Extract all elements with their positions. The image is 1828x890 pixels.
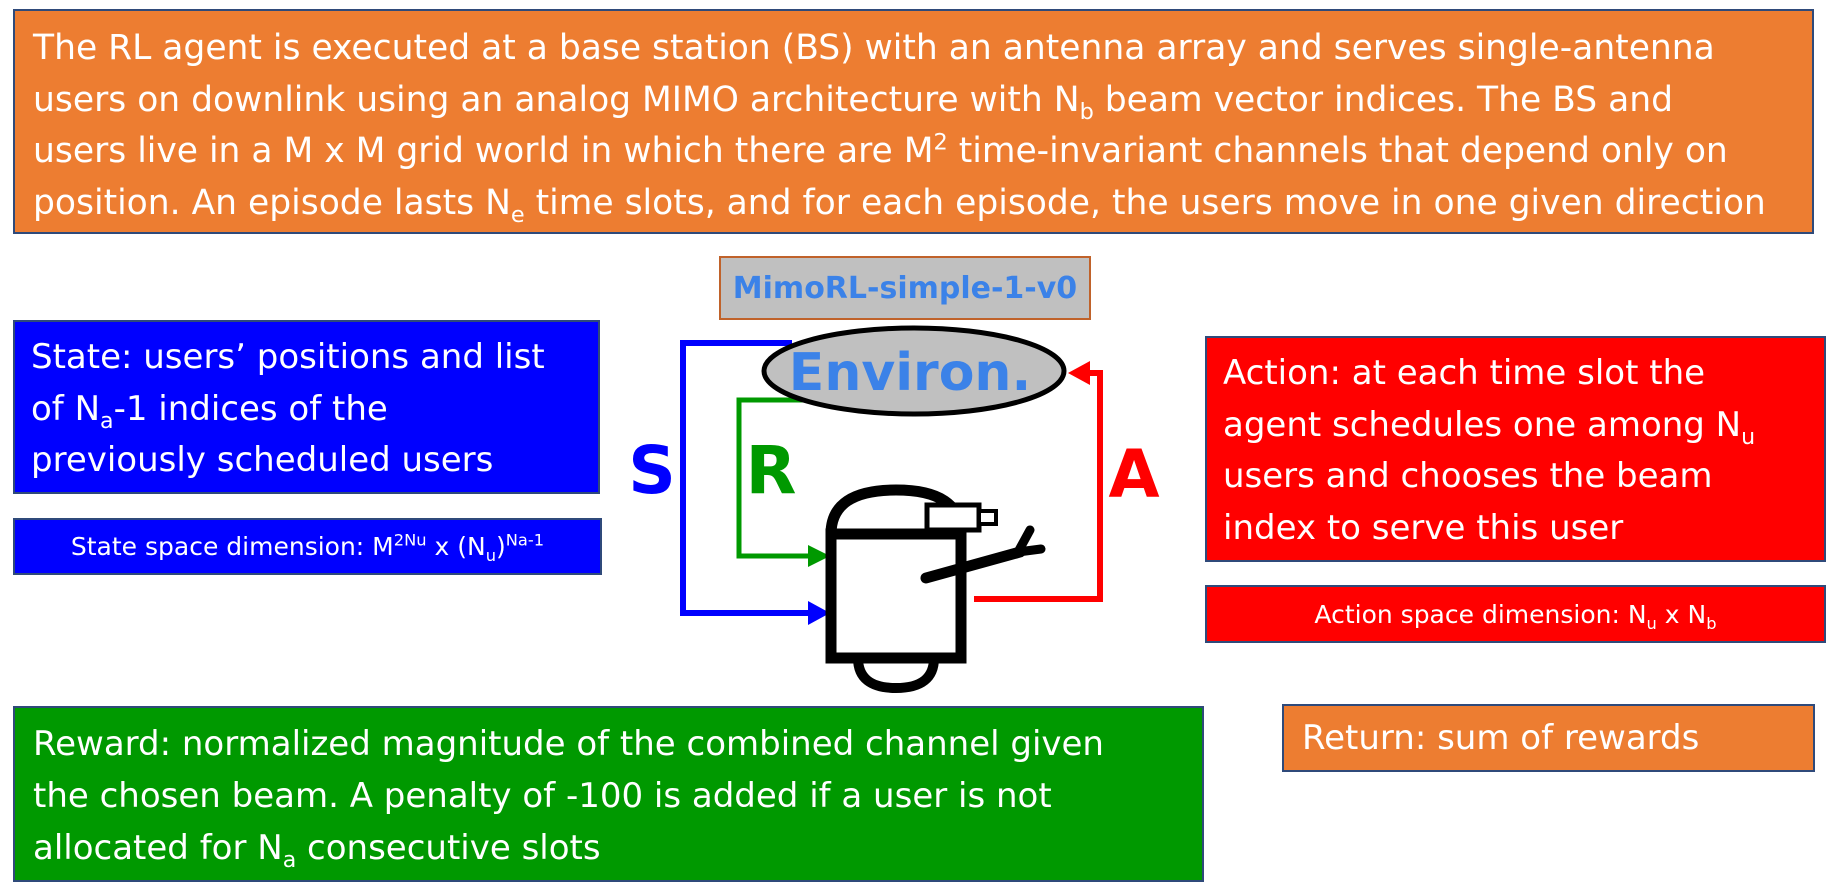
text-run: consecutive slots bbox=[296, 828, 601, 868]
state-line: State: users’ positions and list bbox=[31, 332, 582, 384]
top-description-line: users live in a M x M grid world in whic… bbox=[33, 126, 1794, 178]
text-run: index to serve this user bbox=[1223, 507, 1624, 548]
environment-label: Environ. bbox=[789, 343, 1031, 403]
text-run: x (N bbox=[426, 532, 486, 561]
action-line: users and chooses the beam bbox=[1223, 451, 1808, 503]
reward-loop-label: R bbox=[746, 432, 797, 509]
reward-arrow-line bbox=[736, 397, 812, 559]
text-run: time-invariant channels that depend only… bbox=[947, 131, 1728, 171]
state-dimension-text: State space dimension: M2Nu x (Nu)Na-1 bbox=[71, 507, 544, 586]
state-line: previously scheduled users bbox=[31, 435, 582, 487]
top-description-line: The RL agent is executed at a base stati… bbox=[33, 23, 1794, 75]
text-run: users live in a M x M grid world in whic… bbox=[33, 131, 934, 171]
robot-agent-icon bbox=[825, 484, 1046, 694]
state-arrow-head bbox=[808, 601, 830, 625]
action-arrow-line bbox=[974, 370, 1103, 602]
superscript: 2Nu bbox=[393, 530, 427, 550]
action-dimension-box: Action space dimension: Nu x Nb bbox=[1205, 585, 1826, 643]
text-run: agent schedules one among N bbox=[1223, 404, 1742, 445]
action-line: index to serve this user bbox=[1223, 503, 1808, 555]
text-run: The RL agent is executed at a base stati… bbox=[33, 28, 1715, 68]
action-box: Action: at each time slot the agent sched… bbox=[1205, 336, 1826, 562]
action-dim-line: Action space dimension: Nu x Nb bbox=[1314, 599, 1716, 632]
subscript: u bbox=[485, 546, 497, 565]
action-loop-label: A bbox=[1108, 436, 1159, 513]
reward-arrow-head bbox=[808, 545, 830, 567]
text-run: previously scheduled users bbox=[31, 440, 494, 480]
environment-name: MimoRL-simple-1-v0 bbox=[732, 270, 1078, 306]
environment-name-box: MimoRL-simple-1-v0 bbox=[719, 256, 1091, 320]
text-run: the chosen beam. A penalty of -100 is ad… bbox=[33, 776, 1052, 816]
text-run: allocated for N bbox=[33, 828, 283, 868]
state-dimension-box: State space dimension: M2Nu x (Nu)Na-1 bbox=[13, 518, 602, 575]
reward-line: Reward: normalized magnitude of the comb… bbox=[33, 718, 1184, 770]
state-loop-label: S bbox=[628, 432, 676, 509]
return-text: Return: sum of rewards bbox=[1302, 718, 1700, 758]
reward-text: Reward: normalized magnitude of the comb… bbox=[33, 718, 1184, 874]
top-description-line: users on downlink using an analog MIMO a… bbox=[33, 75, 1794, 127]
action-arrow bbox=[974, 361, 1103, 602]
subscript: b bbox=[1706, 613, 1717, 633]
state-dim-line: State space dimension: M2Nu x (Nu)Na-1 bbox=[70, 530, 545, 564]
text-run: x N bbox=[1656, 599, 1707, 629]
state-arrow-line bbox=[680, 340, 812, 616]
action-arrow-head bbox=[1068, 361, 1090, 385]
text-run: position. An episode lasts N bbox=[33, 182, 511, 223]
text-run: beam vector indices. The BS and bbox=[1093, 79, 1674, 120]
action-line: Action: at each time slot the bbox=[1223, 348, 1808, 400]
text-run: ) bbox=[496, 532, 506, 561]
text-run: State: users’ positions and list bbox=[31, 337, 545, 377]
system-description-text: The RL agent is executed at a base stati… bbox=[33, 23, 1794, 229]
state-arrow bbox=[680, 340, 830, 625]
action-line: agent schedules one among Nu bbox=[1223, 400, 1808, 452]
text-run: Action space dimension: N bbox=[1314, 599, 1647, 629]
reward-line: the chosen beam. A penalty of -100 is ad… bbox=[33, 770, 1184, 822]
text-run: State space dimension: M bbox=[70, 532, 394, 561]
text-run: time slots, and for each episode, the us… bbox=[524, 182, 1766, 223]
superscript: Na-1 bbox=[505, 530, 545, 550]
subscript: a bbox=[100, 407, 114, 434]
reward-arrow bbox=[736, 397, 830, 567]
subscript: u bbox=[1741, 423, 1756, 450]
text-run: users and chooses the beam bbox=[1223, 456, 1713, 496]
reward-box: Reward: normalized magnitude of the comb… bbox=[13, 706, 1204, 882]
state-line: of Na-1 indices of the bbox=[31, 384, 582, 436]
text-run: -1 indices of the bbox=[113, 388, 388, 429]
top-description-line: position. An episode lasts Ne time slots… bbox=[33, 178, 1794, 230]
environment-ellipse bbox=[761, 325, 1067, 417]
system-description-box: The RL agent is executed at a base stati… bbox=[13, 9, 1814, 234]
action-dimension-text: Action space dimension: Nu x Nb bbox=[1314, 575, 1716, 654]
environment-node: Environ. bbox=[761, 325, 1067, 417]
action-text: Action: at each time slot the agent sched… bbox=[1223, 348, 1808, 554]
subscript: a bbox=[282, 846, 297, 873]
text-run: Reward: normalized magnitude of the comb… bbox=[33, 724, 1104, 764]
subscript: b bbox=[1079, 98, 1094, 125]
state-box: State: users’ positions and list of Na-1 … bbox=[13, 320, 600, 494]
superscript: 2 bbox=[933, 129, 948, 156]
text-run: of N bbox=[31, 388, 101, 429]
reward-line: allocated for Na consecutive slots bbox=[33, 822, 1184, 874]
subscript: u bbox=[1646, 613, 1657, 633]
text-run: Action: at each time slot the bbox=[1223, 353, 1706, 393]
state-text: State: users’ positions and list of Na-1 … bbox=[31, 332, 582, 487]
return-box: Return: sum of rewards bbox=[1282, 704, 1815, 772]
text-run: users on downlink using an analog MIMO a… bbox=[33, 79, 1080, 120]
subscript: e bbox=[510, 201, 525, 228]
